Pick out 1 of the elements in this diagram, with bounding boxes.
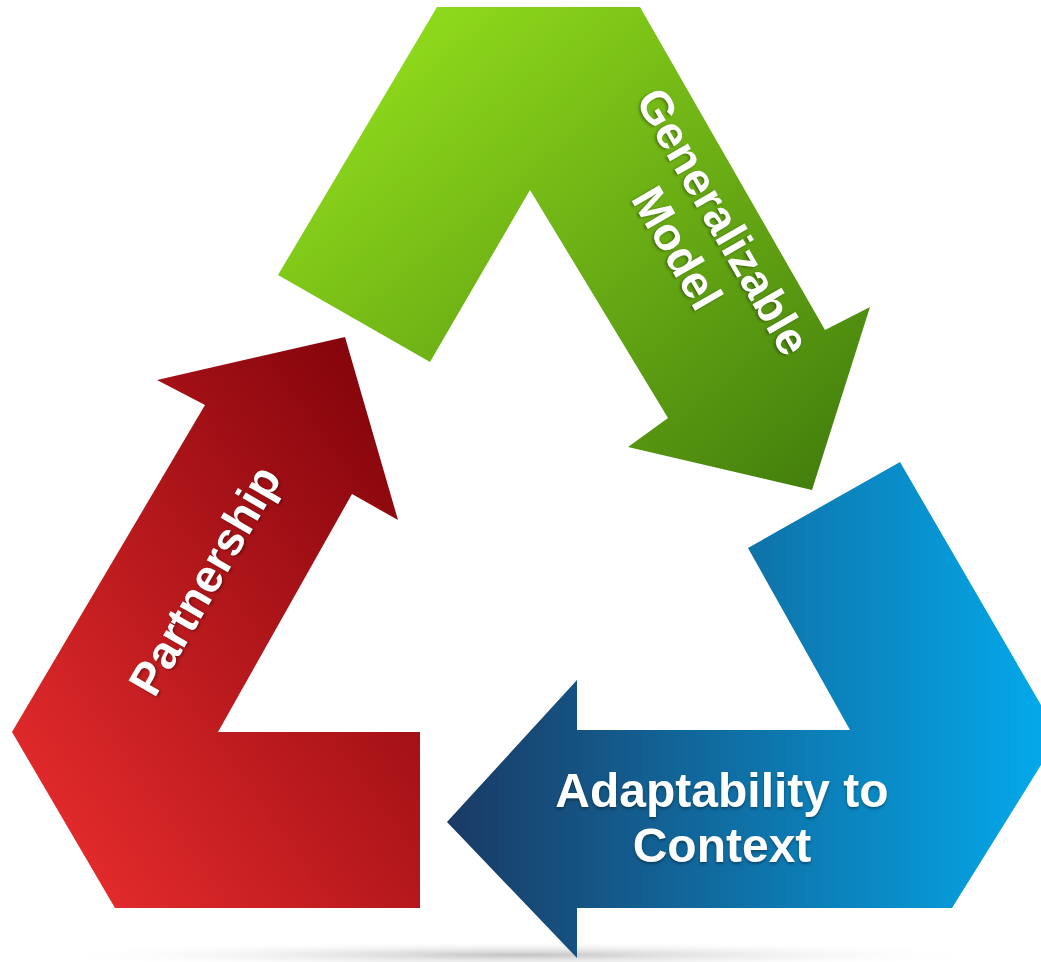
arrow-label: Adaptability to Context — [554, 763, 890, 874]
